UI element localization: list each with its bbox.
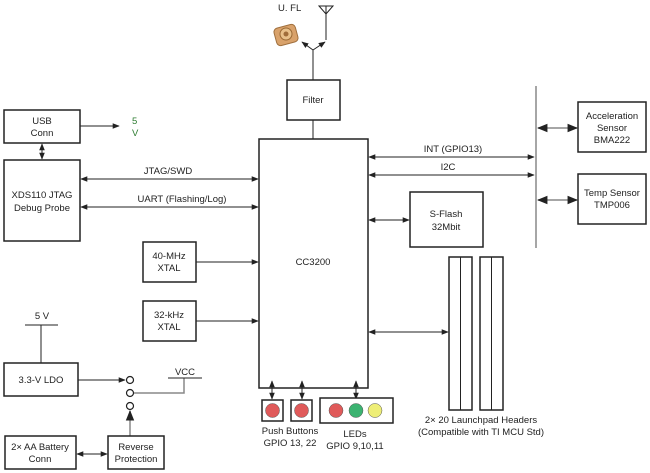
xds110-block: [3, 159, 81, 242]
int-label: INT (GPIO13): [424, 144, 482, 155]
ldo-block: [3, 362, 79, 397]
usb-label-1: USB: [32, 116, 52, 127]
filter-block: [286, 79, 341, 121]
battery-label-2: Conn: [29, 454, 52, 465]
xtal-32khz-label-2: XTAL: [157, 322, 180, 333]
power-jumper[interactable]: [125, 375, 135, 411]
battery-label-1: 2× AA Battery: [11, 442, 69, 453]
push-button-1-cap: [265, 403, 280, 418]
headers-label-2: (Compatible with TI MCU Std): [418, 427, 544, 438]
uart-label: UART (Flashing/Log): [138, 194, 227, 205]
temp-label-2: TMP006: [594, 200, 630, 211]
usb-5v-label-2: V: [132, 128, 139, 139]
accel-label-3: BMA222: [594, 135, 630, 146]
usb-conn-block: [3, 109, 81, 144]
ldo-5v-label: 5 V: [35, 311, 50, 322]
launchpad-headers: [448, 256, 504, 411]
accel-sensor-block: [577, 101, 647, 153]
xtal-40mhz-label-1: 40-MHz: [152, 251, 186, 262]
leds-label-2: GPIO 9,10,11: [326, 441, 383, 452]
usb-5v-label-1: 5: [132, 116, 137, 127]
cc3200-block: [258, 138, 369, 389]
temp-label-1: Temp Sensor: [584, 188, 640, 199]
push-buttons-label-1: Push Buttons: [262, 426, 319, 437]
xds110-label-2: Debug Probe: [14, 203, 70, 214]
sflash-block: [409, 191, 484, 248]
headers-label-1: 2× 20 Launchpad Headers: [425, 415, 537, 426]
filter-label: Filter: [302, 95, 323, 106]
ufl-label: U. FL: [278, 3, 301, 14]
led-red: [328, 403, 344, 418]
leds-label-1: LEDs: [343, 429, 366, 440]
i2c-label: I2C: [441, 162, 456, 173]
accel-label-2: Sensor: [597, 123, 627, 134]
sflash-label-1: S-Flash: [430, 209, 463, 220]
xtal-40mhz-block: [142, 241, 197, 283]
xtal-32khz-label-1: 32-kHz: [154, 310, 184, 321]
rf-to-antenna-line: [312, 41, 326, 51]
jtag-label: JTAG/SWD: [144, 166, 193, 177]
led-green: [348, 403, 364, 418]
battery-conn-block: [4, 435, 77, 470]
ufl-connector-icon: [273, 23, 299, 47]
jumper-to-vcc-line: [134, 378, 185, 394]
antenna-icon: [317, 5, 335, 40]
sflash-label-2: 32Mbit: [432, 222, 461, 233]
vcc-label: VCC: [175, 367, 195, 378]
led-yellow: [367, 403, 383, 418]
push-button-2-cap: [294, 403, 309, 418]
usb-label-2: Conn: [31, 128, 54, 139]
xtal-32khz-block: [142, 300, 197, 342]
ufl-connector: U. FL: [273, 3, 301, 47]
cc3200-label: CC3200: [296, 257, 331, 268]
xds110-label-1: XDS110 JTAG: [12, 190, 73, 201]
push-buttons-label-2: GPIO 13, 22: [264, 438, 317, 449]
rf-to-ufl-line: [301, 41, 314, 51]
reverse-label-2: Protection: [115, 454, 158, 465]
reverse-protection-block: [107, 435, 165, 470]
ldo-label: 3.3-V LDO: [19, 375, 64, 386]
temp-sensor-block: [577, 173, 647, 225]
xtal-40mhz-label-2: XTAL: [157, 263, 180, 274]
reverse-label-1: Reverse: [118, 442, 153, 453]
accel-label-1: Acceleration: [586, 111, 638, 122]
